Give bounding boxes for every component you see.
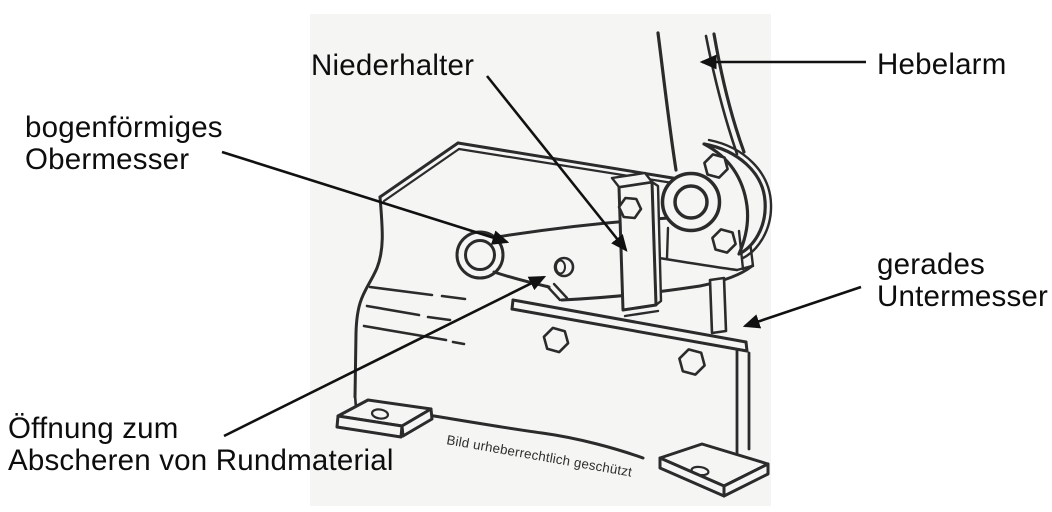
obermesser-arrow <box>221 150 510 245</box>
hebelarm-lever <box>656 31 773 260</box>
label-untermesser: gerades Untermesser <box>877 249 1048 313</box>
label-obermesser: bogenförmiges Obermesser <box>25 112 223 176</box>
label-obermesser-line1: bogenförmiges <box>25 111 223 144</box>
crescent-link <box>702 142 767 256</box>
crescent-bolt-bottom <box>711 228 737 254</box>
round-stock-hole <box>553 256 575 278</box>
label-oeffnung: Öffnung zum Abscheren von Rundmaterial <box>8 413 394 477</box>
label-hebelarm: Hebelarm <box>877 49 1006 81</box>
label-niederhalter-text: Niederhalter <box>311 49 475 82</box>
oeffnung-arrow <box>223 275 547 438</box>
label-oeffnung-line2: Abscheren von Rundmaterial <box>8 444 394 477</box>
label-oeffnung-line1: Öffnung zum <box>8 412 179 445</box>
right-foot-hole <box>690 465 710 477</box>
label-niederhalter: Niederhalter <box>311 50 474 82</box>
blade-bolt-right <box>678 348 706 376</box>
machine-base <box>335 393 770 498</box>
label-hebelarm-text: Hebelarm <box>877 48 1007 81</box>
blade-bolt-left <box>542 326 570 354</box>
label-untermesser-line1: gerades <box>877 248 986 281</box>
label-untermesser-line2: Untermesser <box>877 280 1049 313</box>
pivot-eye-outer <box>660 171 722 233</box>
pivot-eye-inner <box>673 184 709 220</box>
niederhalter-arrow <box>485 75 628 252</box>
left-foot-hole <box>370 408 390 420</box>
label-obermesser-line2: Obermesser <box>25 143 190 176</box>
crescent-bolt-top <box>703 153 729 179</box>
untermesser-arrow <box>742 285 862 329</box>
niederhalter-bolt <box>617 196 643 220</box>
left-foot <box>335 398 434 439</box>
right-foot <box>658 442 770 498</box>
leader-arrows <box>221 54 866 438</box>
niederhalter-holddown <box>610 171 663 318</box>
obermesser-eye-inner <box>464 239 496 271</box>
machine-body <box>353 141 687 399</box>
untermesser-lower-blade <box>510 298 751 459</box>
spacer-block <box>708 276 728 335</box>
hatch-shading <box>362 285 467 346</box>
